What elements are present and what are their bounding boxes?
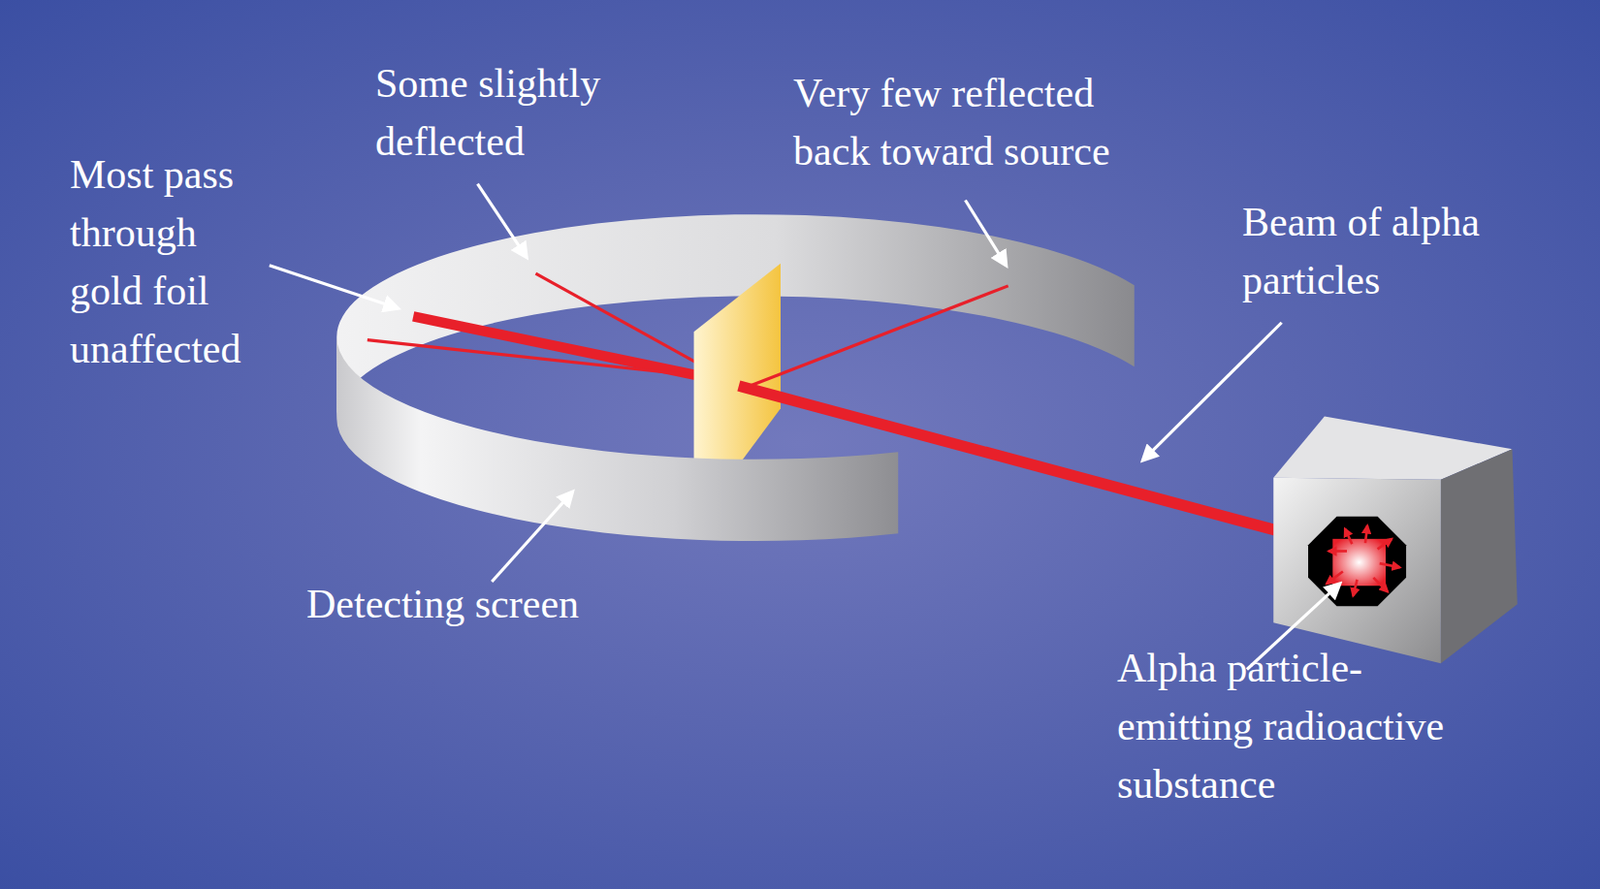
screen-front: [336, 336, 898, 541]
leader-line: [1143, 322, 1282, 461]
gold-foil: [694, 263, 781, 468]
callout-label: Beam of alpha particles: [1242, 192, 1504, 310]
callout-label: Some slightly deflected: [375, 54, 628, 171]
leader-line: [964, 199, 1006, 265]
slight-deflection-ray: [367, 340, 699, 377]
leader-line: [491, 491, 573, 582]
callout-label: Alpha particle-emitting radioactive subs…: [1117, 639, 1481, 814]
reflected-ray: [749, 286, 1008, 386]
deflected-ray: [535, 273, 698, 364]
box-front: [1273, 478, 1441, 665]
callout-label: Very few reflected back toward source: [793, 64, 1128, 181]
leader-line: [477, 184, 527, 258]
leader-line: [269, 265, 399, 309]
callout-label: Most pass through gold foil unaffected: [69, 145, 264, 379]
box-right: [1440, 448, 1518, 664]
outgoing-beams: [367, 273, 699, 376]
radioactive-sample: [1332, 539, 1386, 586]
source-box: [1273, 416, 1517, 665]
leader-arrows: [269, 184, 1341, 671]
callout-label: Detecting screen: [306, 575, 617, 634]
box-opening: [1308, 516, 1407, 608]
undeflected-beam: [413, 316, 699, 376]
